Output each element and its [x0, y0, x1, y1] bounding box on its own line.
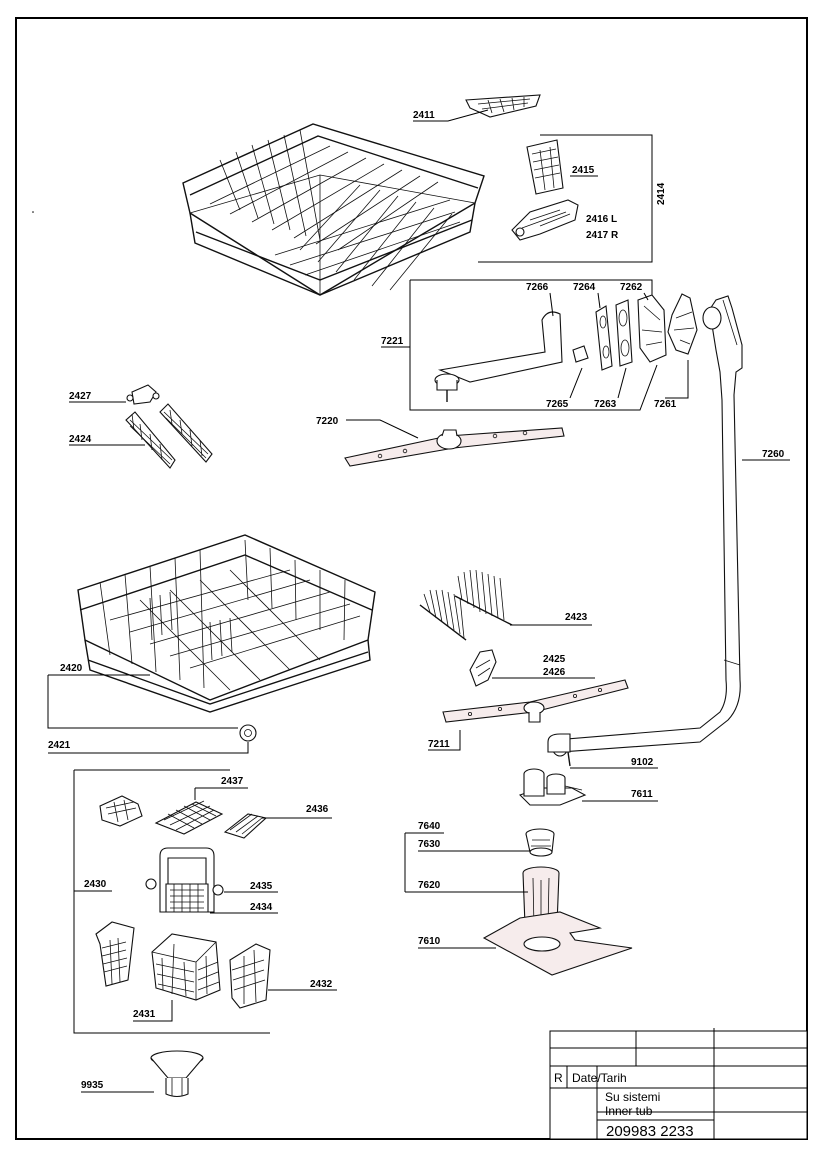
label-2436: 2436	[306, 804, 329, 815]
label-2411: 2411	[413, 110, 435, 121]
part-2427-clip	[126, 384, 160, 405]
part-9935-funnel	[150, 1050, 204, 1098]
label-9102: 9102	[631, 757, 654, 768]
part-2425-2426-holder	[469, 649, 497, 687]
label-7263: 7263	[594, 399, 617, 410]
label-2420: 2420	[60, 663, 83, 674]
part-2424-tine-rows	[125, 403, 213, 469]
part-7265-clip	[572, 345, 589, 363]
title-block-revision: R	[554, 1071, 563, 1085]
title-block	[549, 1028, 808, 1140]
part-cutlery-lid-left	[99, 795, 143, 827]
label-7221: 7221	[381, 336, 404, 347]
part-7260-water-pipe	[551, 295, 743, 757]
label-2427: 2427	[69, 391, 92, 402]
label-2421: 2421	[48, 740, 71, 751]
part-7610-micro-filter-plate	[482, 911, 633, 976]
label-2425: 2425	[543, 654, 566, 665]
part-7211-lower-spray-arm	[442, 679, 629, 723]
part-2436-cutlery-grid-small	[223, 813, 268, 839]
label-2417: 2417 R	[586, 230, 619, 241]
part-2432-cutlery-basket-small-right	[229, 943, 271, 1009]
label-2437: 2437	[221, 776, 244, 787]
part-2415-clip	[526, 139, 564, 195]
label-7264: 7264	[573, 282, 596, 293]
label-2416: 2416 L	[586, 214, 617, 225]
part-7263-gasket	[615, 299, 633, 367]
part-7611-pump-housing	[518, 768, 587, 806]
upper-basket	[182, 123, 485, 296]
label-2423: 2423	[565, 612, 588, 623]
label-7211: 7211	[428, 739, 450, 750]
part-2411-shelf	[465, 94, 541, 118]
label-2430: 2430	[84, 879, 107, 890]
stray-mark	[32, 211, 34, 213]
label-7220: 7220	[316, 416, 339, 427]
drawing-frame	[15, 17, 808, 1140]
label-7265: 7265	[546, 399, 569, 410]
label-2414: 2414	[656, 182, 667, 205]
part-2431-cutlery-basket-main	[151, 933, 221, 1001]
part-7264-seal	[595, 305, 613, 371]
title-block-drawing-number: 209983 2233	[606, 1123, 694, 1140]
label-7640: 7640	[418, 821, 441, 832]
part-7266-spray-pipe	[434, 311, 563, 402]
part-cutlery-basket-small-left	[95, 921, 135, 987]
label-7611: 7611	[631, 789, 653, 800]
part-9102-clamp	[547, 733, 571, 767]
label-7610: 7610	[418, 936, 441, 947]
part-2434-basket-panel	[165, 883, 209, 913]
label-2435: 2435	[250, 881, 273, 892]
label-2432: 2432	[310, 979, 333, 990]
label-7262: 7262	[620, 282, 643, 293]
label-2434: 2434	[250, 902, 273, 913]
title-block-date-label: Date/Tarih	[572, 1071, 627, 1085]
part-2421-wheel	[239, 724, 257, 742]
part-7630-filter-cap	[525, 828, 555, 857]
label-2415: 2415	[572, 165, 595, 176]
label-7260: 7260	[762, 449, 785, 460]
part-2437-cutlery-grid	[154, 800, 224, 835]
lower-basket	[77, 534, 376, 713]
label-9935: 9935	[81, 1080, 104, 1091]
label-7630: 7630	[418, 839, 441, 850]
title-block-title-en: Inner tub	[605, 1104, 653, 1118]
part-2423-tine-racks	[419, 569, 513, 641]
title-block-title-tr: Su sistemi	[605, 1090, 660, 1104]
label-7620: 7620	[418, 880, 441, 891]
label-2424: 2424	[69, 434, 92, 445]
label-7266: 7266	[526, 282, 549, 293]
part-7262-connector	[637, 294, 667, 363]
label-2426: 2426	[543, 667, 566, 678]
part-2416-2417-bracket	[511, 199, 579, 241]
part-7261-valve	[667, 293, 698, 355]
part-7220-upper-spray-arm	[344, 427, 565, 467]
label-2431: 2431	[133, 1009, 156, 1020]
label-7261: 7261	[654, 399, 677, 410]
